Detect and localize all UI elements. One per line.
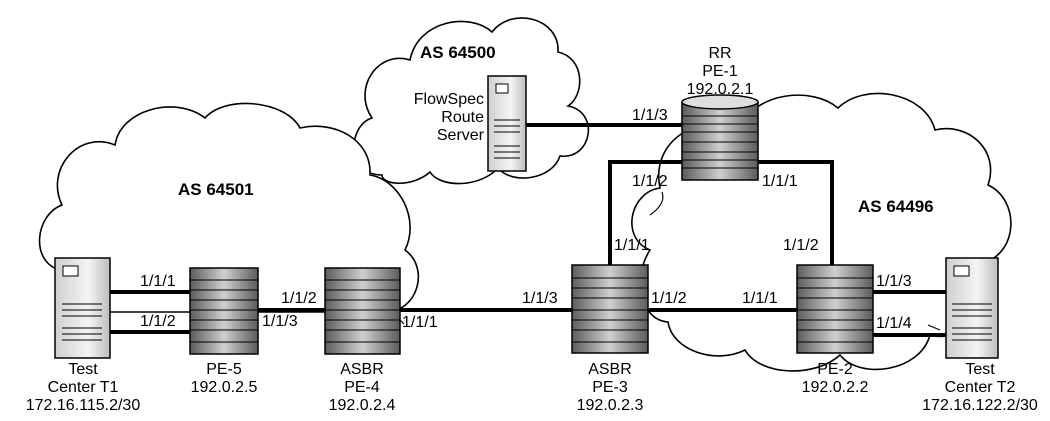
pe1-name: PE-1 xyxy=(702,63,738,80)
labels-pe2: PE-2 192.0.2.2 xyxy=(802,361,869,396)
labels-flowspec: FlowSpec Route Server xyxy=(414,91,485,144)
as-label-64500: AS 64500 xyxy=(420,43,496,62)
t2-line1: Test xyxy=(965,361,995,378)
pe1-role: RR xyxy=(708,45,731,62)
router-pe2[interactable] xyxy=(796,264,874,354)
links xyxy=(108,123,948,337)
port-pe2-to-pe3: 1/1/1 xyxy=(742,290,778,307)
server-flowspec[interactable] xyxy=(487,75,527,172)
pe4-role: ASBR xyxy=(340,361,384,378)
port-labels: 1/1/3 1/1/2 1/1/1 1/1/1 1/1/2 1/1/3 1/1/… xyxy=(140,107,912,332)
port-pe3-to-pe2: 1/1/2 xyxy=(651,290,687,307)
router-pe5[interactable] xyxy=(189,267,259,355)
labels-t1: Test Center T1 172.16.115.2/30 xyxy=(26,361,141,414)
port-pe1-to-pe3: 1/1/2 xyxy=(632,173,668,190)
pe3-role: ASBR xyxy=(588,361,632,378)
port-pe4-to-pe3: 1/1/1 xyxy=(402,314,438,331)
pe5-ip: 192.0.2.5 xyxy=(191,379,258,396)
server-test-center-t1[interactable] xyxy=(54,257,111,359)
server-test-center-t2[interactable] xyxy=(945,257,999,359)
router-pe1[interactable] xyxy=(681,94,759,181)
port-pe2-to-t2-b: 1/1/4 xyxy=(876,315,912,332)
port-pe5-to-t1-b: 1/1/2 xyxy=(140,313,176,330)
labels-pe5: PE-5 192.0.2.5 xyxy=(191,361,258,396)
port-pe3-to-pe4: 1/1/3 xyxy=(522,290,558,307)
port-pe2-to-pe1: 1/1/2 xyxy=(783,237,819,254)
cloud-as64500 xyxy=(353,17,590,185)
flowspec-line1: FlowSpec xyxy=(414,91,484,108)
labels-pe4: ASBR PE-4 192.0.2.4 xyxy=(329,361,396,414)
port-pe1-to-pe2: 1/1/1 xyxy=(762,173,798,190)
port-pe3-to-pe1: 1/1/1 xyxy=(614,237,650,254)
port-pe2-to-t2-a: 1/1/3 xyxy=(876,273,912,290)
pe3-name: PE-3 xyxy=(592,379,628,396)
t1-line1: Test xyxy=(68,361,98,378)
pe2-name: PE-2 xyxy=(817,361,853,378)
pe1-ip: 192.0.2.1 xyxy=(687,81,754,98)
t1-line2: Center T1 xyxy=(48,379,119,396)
link-pe1-pe2 xyxy=(758,160,834,265)
router-pe4[interactable] xyxy=(324,267,401,355)
as-label-64496: AS 64496 xyxy=(858,197,934,216)
pe4-ip: 192.0.2.4 xyxy=(329,397,396,414)
router-pe3[interactable] xyxy=(571,264,649,354)
pe3-ip: 192.0.2.3 xyxy=(577,397,644,414)
t1-ip: 172.16.115.2/30 xyxy=(26,397,141,414)
port-pe5-to-t1-a: 1/1/1 xyxy=(140,273,176,290)
link-pe1-pe3 xyxy=(608,160,682,265)
pe4-name: PE-4 xyxy=(344,379,380,396)
port-pe5-to-pe4-a: 1/1/2 xyxy=(281,290,317,307)
labels-t2: Test Center T2 172.16.122.2/30 xyxy=(922,361,1038,414)
flowspec-line3: Server xyxy=(437,127,485,144)
port-pe5-to-pe4-b: 1/1/3 xyxy=(262,313,298,330)
labels-pe3: ASBR PE-3 192.0.2.3 xyxy=(577,361,644,414)
t2-line2: Center T2 xyxy=(945,379,1016,396)
flowspec-line2: Route xyxy=(441,109,484,126)
t2-ip: 172.16.122.2/30 xyxy=(922,397,1038,414)
labels-pe1: RR PE-1 192.0.2.1 xyxy=(687,45,754,98)
cloud-as64501 xyxy=(38,102,420,313)
pe2-ip: 192.0.2.2 xyxy=(802,379,869,396)
pe5-name: PE-5 xyxy=(206,361,242,378)
port-pe1-to-server: 1/1/3 xyxy=(632,107,668,124)
as-label-64501: AS 64501 xyxy=(178,180,254,199)
